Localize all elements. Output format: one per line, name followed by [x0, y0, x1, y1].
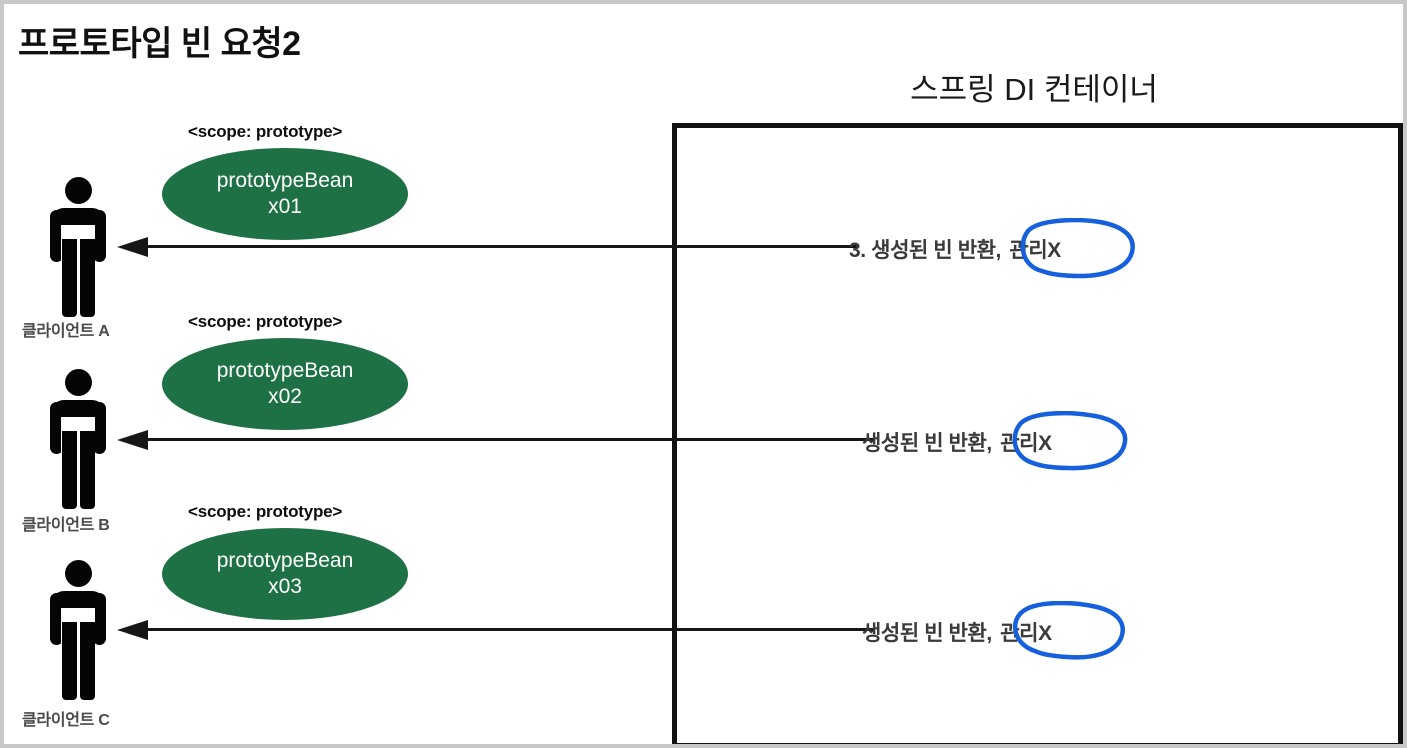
client-icon-c	[47, 560, 109, 700]
person-leg-right	[80, 431, 95, 509]
arrow-label-group-1: 3. 생성된 빈 반환, 관리X	[849, 218, 1135, 279]
client-icon-a	[47, 177, 109, 317]
bean-name-3: prototypeBean	[216, 549, 354, 573]
return-arrow-1	[117, 234, 859, 260]
person-leg-right	[80, 622, 95, 700]
bean-name-2: prototypeBean	[216, 359, 354, 383]
di-container-title: 스프링 DI 컨테이너	[910, 72, 1158, 107]
arrow-head-icon-2	[117, 430, 148, 450]
scope-label-1: <scope: prototype>	[188, 122, 343, 141]
arrow-head-icon-1	[117, 237, 148, 257]
person-leg-left	[62, 239, 77, 317]
arrow-label-prefix-3: 생성된 빈 반환,	[862, 622, 992, 645]
bean-ellipse-3: prototypeBean x03	[162, 528, 408, 620]
arrow-label-prefix-1: 3. 생성된 빈 반환,	[849, 239, 1001, 262]
person-head-icon	[65, 177, 92, 204]
scope-label-3: <scope: prototype>	[188, 502, 343, 521]
arrow-label-highlight-3: 관리X	[1000, 622, 1052, 645]
arrow-label-2: 생성된 빈 반환, 관리X	[862, 427, 1055, 457]
arrow-head-icon-3	[117, 620, 148, 640]
person-leg-left	[62, 431, 77, 509]
arrow-label-group-3: 생성된 빈 반환, 관리X	[862, 601, 1125, 660]
client-label-c: 클라이언트 C	[22, 712, 110, 729]
client-icon-b	[47, 369, 109, 509]
person-head-icon	[65, 369, 92, 396]
page-title: 프로토타입 빈 요청2	[18, 25, 301, 63]
arrow-label-3: 생성된 빈 반환, 관리X	[862, 617, 1055, 647]
person-head-icon	[65, 560, 92, 587]
arrow-label-1: 3. 생성된 빈 반환, 관리X	[849, 234, 1064, 264]
bean-id-3: x03	[268, 575, 302, 598]
arrow-label-highlight-2: 관리X	[1000, 432, 1052, 455]
return-arrow-3	[117, 617, 873, 643]
arrow-label-highlight-1: 관리X	[1009, 239, 1061, 262]
arrow-line-1	[147, 245, 859, 248]
arrow-label-group-2: 생성된 빈 반환, 관리X	[862, 411, 1128, 471]
return-arrow-2	[117, 427, 873, 453]
bean-id-2: x02	[268, 385, 302, 408]
person-leg-right	[80, 239, 95, 317]
arrow-line-3	[147, 628, 873, 631]
person-leg-left	[62, 622, 77, 700]
arrow-line-2	[147, 438, 873, 441]
bean-name-1: prototypeBean	[216, 169, 354, 193]
client-label-b: 클라이언트 B	[22, 517, 110, 534]
bean-ellipse-1: prototypeBean x01	[162, 148, 408, 240]
bean-id-1: x01	[268, 195, 302, 218]
client-label-a: 클라이언트 A	[22, 323, 110, 340]
bean-ellipse-2: prototypeBean x02	[162, 338, 408, 430]
di-container-box	[672, 123, 1403, 744]
arrow-label-prefix-2: 생성된 빈 반환,	[862, 432, 992, 455]
scope-label-2: <scope: prototype>	[188, 312, 343, 331]
